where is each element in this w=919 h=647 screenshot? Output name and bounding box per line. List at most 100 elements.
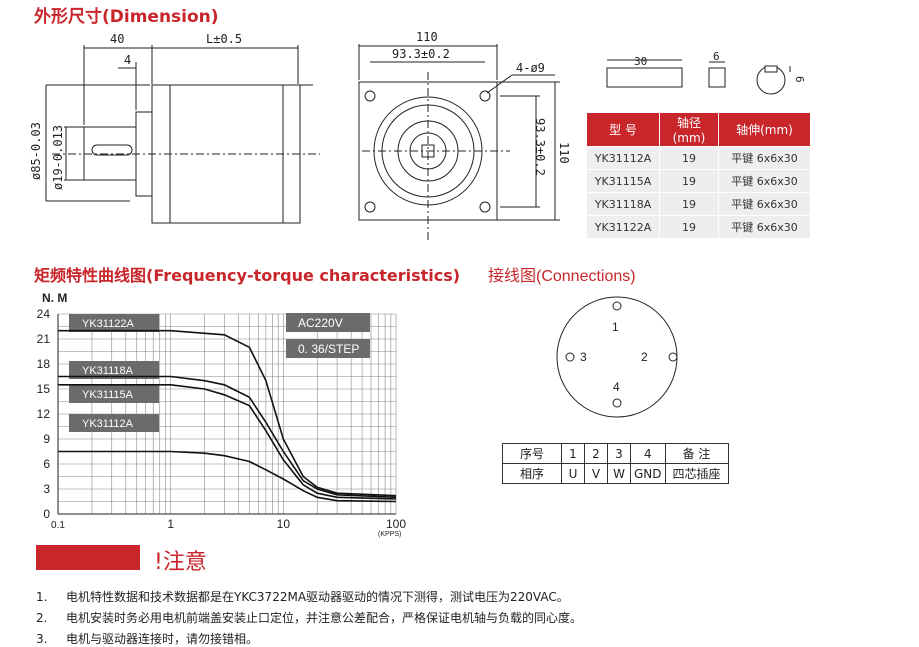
- series-label-box: [69, 414, 159, 432]
- conn-cell: 3: [607, 443, 631, 464]
- series-label: YK31115A: [82, 389, 134, 401]
- conn-cell: U: [561, 463, 585, 484]
- x-tick-label: 10: [277, 517, 291, 531]
- y-tick-label: 9: [43, 432, 50, 446]
- torque-chart: YK31122A YK31118A YK31115A YK31112A AC220V 0.…: [37, 291, 407, 538]
- spec-cell: YK31122A: [586, 215, 660, 239]
- conn-cell: 2: [584, 443, 608, 464]
- y-tick-label: 18: [37, 357, 51, 371]
- y-tick-label: 6: [43, 457, 50, 471]
- notes-title: !注意: [154, 550, 207, 575]
- pin-1-label: 1: [612, 320, 619, 334]
- series-label-box: [69, 361, 159, 379]
- y-tick-label: 3: [43, 482, 50, 496]
- conn-row-label: 序号: [502, 443, 562, 464]
- note-number: 3.: [36, 632, 48, 646]
- dim-93-h: 93.3±0.2: [392, 47, 450, 61]
- spec-cell: 平键 6x6x30: [718, 215, 811, 239]
- spec-cell: 平键 6x6x30: [718, 192, 811, 216]
- spec-cell: YK31115A: [586, 169, 660, 193]
- dim-93-v: 93.3±0.2: [533, 118, 547, 176]
- key-r: 6: [793, 76, 806, 83]
- y-tick-label: 0: [43, 507, 50, 521]
- x-tick-label: 0.1: [51, 520, 65, 531]
- dim-40: 40: [110, 32, 124, 46]
- notes-accent-bar: [36, 545, 140, 570]
- conn-cell: W: [607, 463, 631, 484]
- spec-header-shaft: 轴径(mm): [659, 112, 719, 147]
- dim-19: ø19-0.013: [51, 125, 65, 190]
- x-axis-unit: (KPPS): [378, 531, 401, 538]
- table-row: 相序 U V W GND 四芯插座: [502, 463, 729, 484]
- info-box: [286, 339, 370, 358]
- note-number: 1.: [36, 590, 48, 604]
- x-tick-label: 100: [386, 517, 406, 531]
- conn-tail: 四芯插座: [664, 463, 729, 484]
- dim-4: 4: [124, 53, 131, 67]
- spec-cell: 平键 6x6x30: [718, 169, 811, 193]
- connector-diagram: 1 2 3 4: [556, 296, 678, 418]
- y-tick-label: 21: [37, 332, 51, 346]
- spec-header-ext: 轴伸(mm): [718, 112, 811, 147]
- conn-cell: GND: [630, 463, 666, 484]
- conn-cell: 4: [630, 443, 666, 464]
- spec-cell: 19: [659, 169, 719, 193]
- pin-4-label: 4: [613, 380, 620, 394]
- spec-cell: 平键 6x6x30: [718, 146, 811, 170]
- chart-title: 矩频特性曲线图(Frequency-torque characteristics…: [34, 266, 461, 285]
- key-thick: 6: [713, 50, 720, 63]
- table-row: YK31118A 19 平键 6x6x30: [586, 192, 811, 216]
- spec-cell: 19: [659, 215, 719, 239]
- y-axis-label: N. M: [42, 291, 67, 305]
- pin-3-label: 3: [580, 350, 587, 364]
- note-item-1: 1. 电机特性数据和技术数据都是在YKC3722MA驱动器驱动的情况下测得，测试电…: [36, 588, 569, 605]
- dim-85: ø85-0.03: [29, 122, 43, 180]
- info-box: [286, 313, 370, 332]
- series-label: YK31122A: [82, 318, 134, 330]
- table-row: YK31122A 19 平键 6x6x30: [586, 215, 811, 239]
- note-number: 2.: [36, 611, 48, 625]
- connections-title: 接线图(Connections): [488, 268, 636, 285]
- torque-curve: [58, 329, 397, 497]
- conn-cell: V: [584, 463, 608, 484]
- series-label: YK31118A: [82, 365, 134, 377]
- spec-header-model: 型 号: [586, 112, 660, 147]
- note-text: 电机安装时务必用电机前端盖安装止口定位，并注意公差配合，严格保证电机轴与负载的同…: [66, 611, 583, 625]
- spec-table: 型 号 轴径(mm) 轴伸(mm) YK31112A 19 平键 6x6x30 …: [586, 112, 811, 239]
- table-row: YK31115A 19 平键 6x6x30: [586, 169, 811, 193]
- table-row: 序号 1 2 3 4 备 注: [502, 443, 729, 464]
- key-width: 30: [634, 55, 647, 68]
- dimension-drawing: 40 4 L±0.5 110 93.3±0.2 4-ø9 30 6 ø85-0.…: [29, 30, 806, 240]
- pin-2-label: 2: [641, 350, 648, 364]
- y-tick-label: 12: [37, 407, 51, 421]
- connection-table: 序号 1 2 3 4 备 注 相序 U V W GND 四芯插座: [502, 443, 729, 484]
- spec-cell: 19: [659, 146, 719, 170]
- y-tick-label: 24: [37, 307, 51, 321]
- series-label-box: [69, 314, 159, 332]
- note-text: 电机与驱动器连接时，请勿接错相。: [66, 632, 259, 646]
- dim-L: L±0.5: [206, 32, 242, 46]
- table-row: YK31112A 19 平键 6x6x30: [586, 146, 811, 170]
- spec-cell: 19: [659, 192, 719, 216]
- conn-tail: 备 注: [664, 443, 729, 464]
- dim-110-v: 110: [557, 142, 571, 164]
- dimension-title: 外形尺寸(Dimension): [34, 7, 219, 27]
- note-item-3: 3. 电机与驱动器连接时，请勿接错相。: [36, 630, 258, 647]
- conn-row-label: 相序: [502, 463, 562, 484]
- conn-cell: 1: [561, 443, 585, 464]
- torque-curve: [58, 450, 397, 503]
- torque-curve: [58, 375, 397, 499]
- y-tick-label: 15: [37, 382, 51, 396]
- series-label-box: [69, 385, 159, 403]
- info-label: 0. 36/STEP: [298, 342, 359, 356]
- series-label: YK31112A: [82, 418, 134, 430]
- spec-header-row: 型 号 轴径(mm) 轴伸(mm): [586, 112, 811, 147]
- note-text: 电机特性数据和技术数据都是在YKC3722MA驱动器驱动的情况下测得，测试电压为…: [66, 590, 569, 604]
- spec-cell: YK31118A: [586, 192, 660, 216]
- x-tick-label: 1: [167, 517, 174, 531]
- torque-curve: [58, 384, 397, 500]
- spec-cell: YK31112A: [586, 146, 660, 170]
- dim-110: 110: [416, 30, 438, 44]
- info-label: AC220V: [298, 316, 343, 330]
- note-item-2: 2. 电机安装时务必用电机前端盖安装止口定位，并注意公差配合，严格保证电机轴与负载…: [36, 609, 582, 626]
